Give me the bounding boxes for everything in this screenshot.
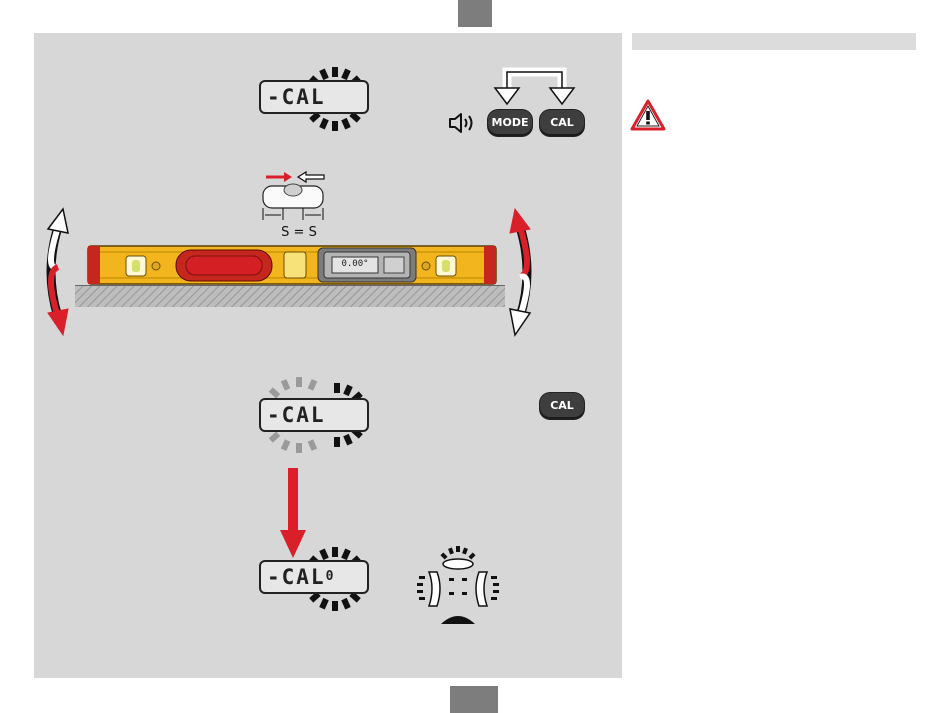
level-display-reading: 0.00° xyxy=(333,259,377,269)
lcd-text: -CAL xyxy=(267,565,326,589)
page-tab-bottom xyxy=(450,686,498,713)
rotate-arrow-right-icon xyxy=(500,205,540,340)
page-tab-top xyxy=(458,0,492,27)
ground-surface xyxy=(75,285,505,307)
equal-spacing-label: S = S xyxy=(266,225,332,240)
lcd-display-bottom: -CAL0 xyxy=(259,560,369,594)
lcd-text: -CAL xyxy=(267,403,326,427)
speaker-icon xyxy=(447,111,477,135)
lcd-display-middle: -CAL xyxy=(259,398,369,432)
mode-button[interactable]: MODE xyxy=(488,110,532,136)
side-header-bar xyxy=(632,33,916,50)
press-both-arrows xyxy=(490,64,580,109)
lcd-display-top: -CAL xyxy=(259,80,369,114)
lcd-text: -CAL xyxy=(267,85,326,109)
cal-button-second[interactable]: CAL xyxy=(540,393,584,419)
cal-button[interactable]: CAL xyxy=(540,110,584,136)
vial-detail xyxy=(258,168,338,230)
spirit-level xyxy=(88,244,496,288)
rotate-arrow-left-icon xyxy=(38,205,78,340)
orientation-flash-icon xyxy=(415,546,501,626)
lcd-digit: 0 xyxy=(326,569,336,584)
warning-triangle-icon xyxy=(630,99,666,131)
